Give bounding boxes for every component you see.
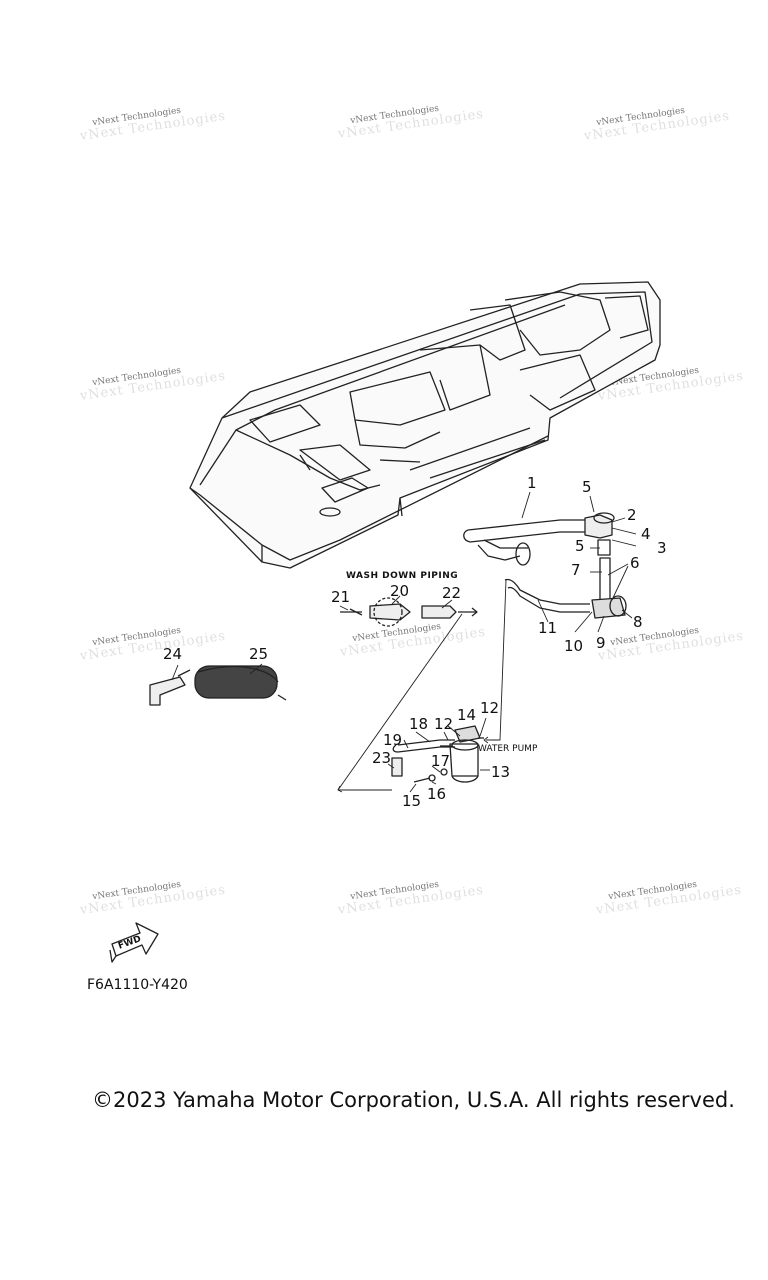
callout-19: 19 [383, 731, 403, 749]
callout-18: 18 [409, 715, 429, 733]
wash-down-parts [340, 597, 478, 627]
callout-13: 13 [491, 763, 511, 781]
callout-12: 12 [480, 699, 500, 717]
callout-23: 23 [372, 749, 392, 767]
callout-8: 8 [633, 613, 643, 631]
callout-3: 3 [657, 539, 667, 557]
callout-16: 16 [427, 785, 447, 803]
boat-hull-drawing [189, 281, 661, 569]
hose-reel-assembly [149, 665, 287, 706]
diagram-code: F6A1110-Y420 [87, 977, 188, 993]
callout-21: 21 [331, 588, 351, 606]
callout-10: 10 [564, 637, 584, 655]
callout-25: 25 [249, 645, 269, 663]
section-label: WASH DOWN PIPING [346, 571, 459, 581]
callout-14: 14 [457, 706, 477, 724]
water-pump-label: WATER PUMP [478, 744, 538, 754]
callout-7: 7 [571, 561, 581, 579]
callout-15: 15 [402, 792, 422, 810]
leader-lines [521, 491, 637, 633]
callout-24: 24 [163, 645, 183, 663]
callout-17: 17 [431, 752, 451, 770]
callout-20: 20 [390, 582, 410, 600]
callout-2: 2 [627, 506, 637, 524]
water-pump-assembly [391, 725, 484, 783]
callout-6: 6 [630, 554, 640, 572]
callout-5: 5 [582, 478, 592, 496]
callout-11: 11 [538, 619, 558, 637]
drain-hose-assembly [463, 512, 627, 619]
fwd-arrow-icon [109, 922, 159, 963]
callout-22: 22 [442, 584, 462, 602]
callout-5b: 5 [575, 537, 585, 555]
callout-4: 4 [641, 525, 651, 543]
callout-12b: 12 [434, 715, 454, 733]
callout-1: 1 [527, 474, 537, 492]
copyright-notice: ©2023 Yamaha Motor Corporation, U.S.A. A… [92, 1088, 735, 1112]
callout-9: 9 [596, 634, 606, 652]
